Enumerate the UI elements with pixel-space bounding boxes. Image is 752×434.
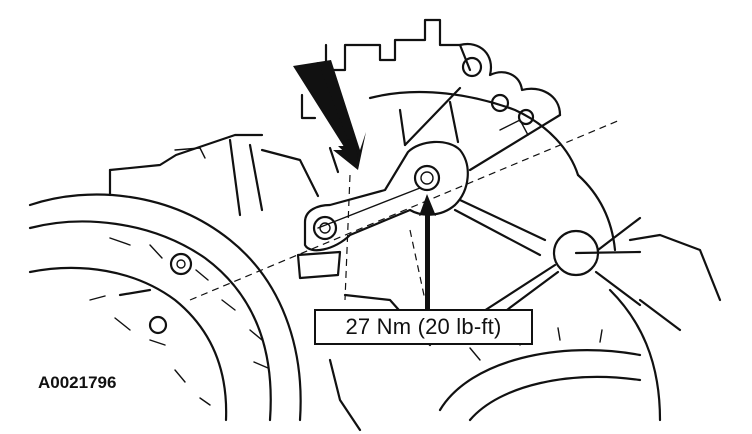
- center-lines: [189, 119, 621, 301]
- black-arrow-icon: [293, 60, 366, 170]
- tensioner-housing: [368, 86, 617, 257]
- pulley-wheel: [28, 193, 302, 422]
- torque-callout: 27 Nm (20 lb-ft): [314, 309, 533, 345]
- link-bracket: [296, 140, 469, 280]
- leader-arrow-icon: [419, 194, 436, 310]
- figure-reference-code: A0021796: [38, 373, 117, 392]
- engine-casting-outline: [108, 18, 562, 217]
